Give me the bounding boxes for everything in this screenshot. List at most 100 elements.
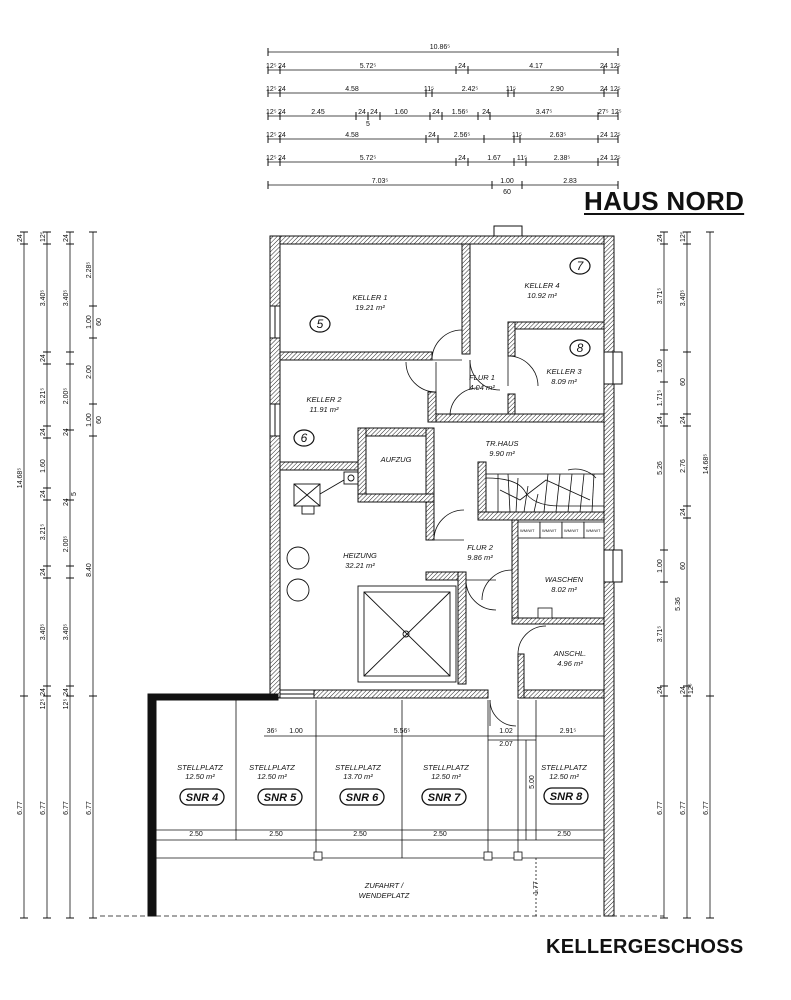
heating-equipment — [286, 471, 457, 683]
wm-label: WM/WT — [564, 528, 579, 533]
interior-walls — [279, 243, 605, 699]
dim-text: 2.00 — [86, 365, 93, 379]
parking-number: SNR 8 — [550, 791, 583, 803]
parking-area-value: 12.50 m² — [185, 772, 215, 781]
dim-text: 1.00 — [86, 413, 93, 427]
dim-text: 12⁵ — [266, 63, 277, 70]
dim-text: 1.71⁵ — [657, 390, 664, 407]
room-name-anschl: ANSCHL. — [553, 649, 587, 658]
dim-text: 3.40⁵ — [40, 290, 47, 307]
parking-area-value: 12.50 m² — [431, 772, 461, 781]
dim-text: 12⁵ — [40, 699, 47, 710]
dim-text: 5 — [71, 492, 78, 496]
dim-text: 7.03⁵ — [372, 178, 389, 185]
dim-text: 12⁵ — [688, 683, 695, 694]
dim-text: 12⁵ — [40, 231, 47, 242]
dim-text: 24 — [458, 63, 466, 70]
dim-text: 3.71⁵ — [657, 288, 664, 305]
dim-text: 12⁵ — [610, 63, 621, 70]
dim-text: 4.58 — [345, 86, 359, 93]
dim-text: 24 — [40, 688, 47, 696]
dim-text: 11⁵ — [512, 132, 522, 139]
room-number-keller1: 5 — [317, 317, 324, 331]
dim-text: 24 — [278, 132, 286, 139]
dim-text: 2.50 — [433, 831, 447, 838]
dim-text: 1.60 — [40, 459, 47, 473]
dim-text: 24 — [458, 155, 466, 162]
dim-text: 6.77 — [63, 801, 70, 815]
dim-text: 1.00 — [289, 728, 303, 735]
dim-text: 24 — [278, 109, 286, 116]
room-name-waschen: WASCHEN — [545, 575, 584, 584]
dim-text: 24 — [600, 155, 608, 162]
room-name-aufzug: AUFZUG — [380, 455, 412, 464]
dim-text: 2.50 — [189, 831, 203, 838]
dim-text: 3.21⁵ — [40, 524, 47, 541]
parking-area-value: 12.50 m² — [257, 772, 287, 781]
drawing-title: HAUS NORD — [584, 186, 745, 216]
dim-text: 4.58 — [345, 132, 359, 139]
parking-number-badge — [339, 788, 385, 806]
dim-text: 24 — [63, 498, 70, 506]
dim-text: 6.77 — [17, 801, 24, 815]
dim-text: 3.21⁵ — [40, 388, 47, 405]
windows — [269, 305, 623, 699]
dim-text: 5 — [366, 121, 370, 128]
room-area-flur2: 9.86 m² — [467, 553, 493, 562]
dim-text: 1.60 — [394, 109, 408, 116]
wm-label: WM/WT — [542, 528, 557, 533]
dim-text: 24 — [63, 234, 70, 242]
dim-text: 24 — [600, 132, 608, 139]
dim-text: 3.40⁵ — [63, 624, 70, 641]
dim-text: 12⁵ — [610, 155, 621, 162]
dim-text: 3.40⁵ — [63, 290, 70, 307]
dim-text: 1.00 — [86, 315, 93, 329]
dim-text: 2.50 — [557, 831, 571, 838]
room-area-keller2: 11.91 m² — [309, 405, 339, 414]
dim-text: 5.26 — [657, 461, 664, 475]
dim-text: 2.45 — [311, 109, 325, 116]
room-name-keller4: KELLER 4 — [524, 281, 559, 290]
dim-text: 1.02 — [499, 728, 513, 735]
dim-text: 5.00 — [529, 775, 536, 789]
parking-number-badge — [257, 788, 303, 806]
dim-text: 60 — [680, 378, 687, 386]
dim-text: 3.40⁵ — [40, 624, 47, 641]
dim-text: 24 — [40, 428, 47, 436]
room-name-keller1: KELLER 1 — [352, 293, 387, 302]
dim-text: 5.56⁵ — [394, 728, 411, 735]
dim-text: 24 — [278, 86, 286, 93]
left-dimension-lines — [20, 231, 97, 919]
parking-area-value: 12.50 m² — [549, 772, 579, 781]
parking-number-badge — [179, 788, 225, 806]
dim-text: 24 — [680, 416, 687, 424]
dim-text: 24 — [370, 109, 378, 116]
room-name-keller3: KELLER 3 — [546, 367, 582, 376]
staircase — [485, 473, 605, 513]
dim-text: 2.00⁵ — [63, 536, 70, 553]
dim-text: 12⁵ — [610, 86, 621, 93]
dim-text: 24 — [657, 416, 664, 424]
room-area-heizung: 32.21 m² — [345, 561, 375, 570]
dim-text: 12⁵ — [266, 132, 277, 139]
dim-text: 6.77 — [703, 801, 710, 815]
dim-text: 24 — [657, 686, 664, 694]
room-name-heizung: HEIZUNG — [343, 551, 377, 560]
parking-number-badge — [543, 787, 589, 805]
dim-text: 6.77 — [657, 801, 664, 815]
parking-number: SNR 5 — [264, 792, 297, 804]
dim-text: 2.00⁵ — [63, 388, 70, 405]
parking-labels: STELLPLATZ 12.50 m² SNR 4 STELLPLATZ 12.… — [177, 763, 589, 806]
dim-text: 3.40⁵ — [680, 290, 687, 307]
dim-text: 36⁵ — [267, 728, 278, 735]
dim-text: 24 — [600, 63, 608, 70]
top-dimension-lines — [267, 48, 619, 189]
room-number-keller2: 6 — [301, 431, 308, 445]
dim-text: 1.56⁵ — [452, 109, 469, 116]
dim-text: 12⁵ — [611, 109, 622, 116]
parking-number-badge — [421, 788, 467, 806]
dim-text: 2.76 — [680, 459, 687, 473]
dim-text: 8.40 — [86, 563, 93, 577]
parking-number: SNR 7 — [428, 792, 461, 804]
